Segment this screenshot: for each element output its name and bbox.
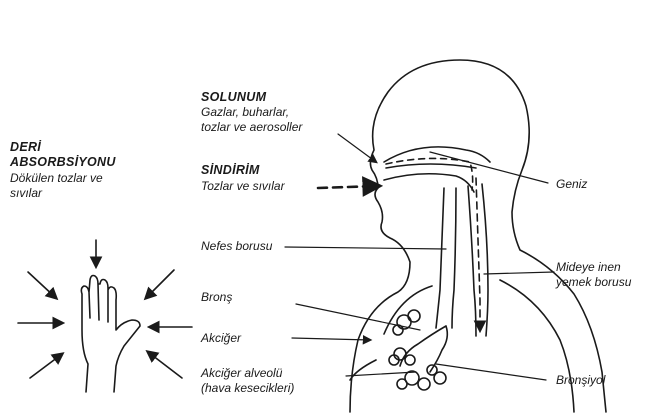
skin-absorption-desc-line2: sıvılar — [10, 186, 42, 201]
ingestion-title: SİNDİRİM — [201, 163, 260, 178]
label-lung: Akciğer — [201, 331, 241, 346]
lung-outline — [350, 280, 574, 412]
oral-cavity — [384, 174, 474, 192]
label-bronchiole: Bronşiyol — [556, 373, 605, 388]
trachea — [436, 188, 456, 328]
airway-passage — [386, 164, 476, 168]
ingestion-arrow — [318, 186, 378, 188]
label-alveoli-line2: (hava kesecikleri) — [201, 381, 294, 396]
skin-absorption-title-line1: DERİ — [10, 140, 41, 155]
label-alveoli-line1: Akciğer alveolü — [201, 366, 282, 381]
label-bronchus: Bronş — [201, 290, 232, 305]
skin-absorption-title-line2: ABSORBSİYONU — [10, 155, 116, 170]
skin-exposure-arrows — [18, 240, 192, 378]
hand-outline — [81, 276, 140, 393]
esophagus — [468, 184, 488, 336]
respiration-line2: tozlar ve aerosoller — [201, 120, 302, 135]
label-esophagus-line2: yemek borusu — [556, 275, 631, 290]
respiration-title: SOLUNUM — [201, 90, 266, 105]
skin-absorption-desc-line1: Dökülen tozlar ve — [10, 171, 103, 186]
esophagus-flow-arrows — [476, 178, 480, 330]
ingestion-line1: Tozlar ve sıvılar — [201, 179, 285, 194]
label-trachea: Nefes borusu — [201, 239, 272, 254]
label-nasopharynx: Geniz — [556, 177, 587, 192]
respiration-line1: Gazlar, buharlar, — [201, 105, 289, 120]
label-esophagus-line1: Mideye inen — [556, 260, 621, 275]
